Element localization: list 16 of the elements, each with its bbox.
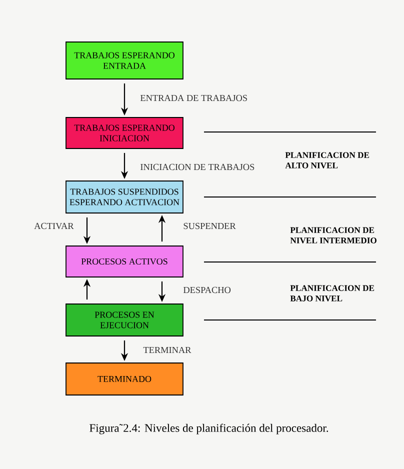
process-box: PROCESOS ACTIVOS [66, 246, 184, 278]
process-box: TRABAJOS SUSPENDIDOS ESPERANDO ACTIVACION [66, 180, 184, 214]
edge-label: ACTIVAR [34, 222, 74, 230]
process-box: TRABAJOS ESPERANDO ENTRADA [66, 42, 184, 80]
edge-label: TERMINAR [143, 346, 192, 354]
edge-label: ENTRADA DE TRABAJOS [140, 94, 247, 102]
edge-label: DESPACHO [183, 286, 231, 294]
level-label: PLANIFICACION DE BAJO NIVEL [290, 285, 374, 302]
edge-label: SUSPENDER [184, 222, 236, 230]
edge-label: INICIACION DE TRABAJOS [140, 164, 254, 170]
process-box: PROCESOS EN EJECUCION [66, 304, 184, 336]
process-box: TRABAJOS ESPERANDO INICIACION [66, 117, 184, 149]
level-label: PLANIFICACION DE NIVEL INTERMEDIO [290, 227, 376, 244]
process-box: TERMINADO [66, 362, 184, 396]
level-label: PLANIFICACION DE ALTO NIVEL [285, 152, 370, 168]
caption: Figura˜2.4: Niveles de planificación del procesador. [90, 424, 328, 434]
